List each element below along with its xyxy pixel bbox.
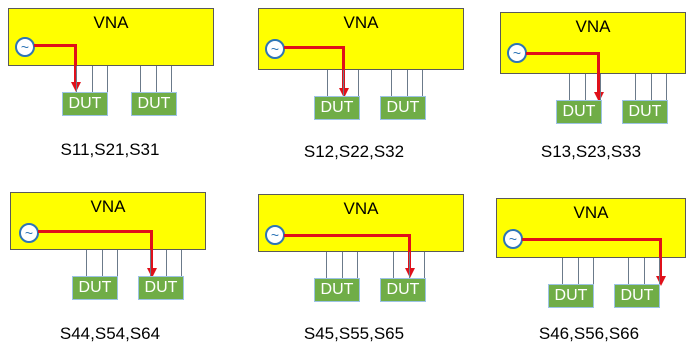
port-line — [393, 252, 394, 278]
sine-wave-icon: ~ — [265, 225, 285, 245]
dut-block-1: DUT — [548, 284, 594, 308]
s-parameter-caption: S13,S23,S33 — [540, 142, 642, 161]
s-parameter-caption: S44,S54,S64 — [59, 324, 161, 343]
port-line — [600, 74, 601, 102]
port-line — [628, 258, 629, 286]
sine-wave-icon: ~ — [19, 223, 39, 243]
port-line — [585, 74, 586, 102]
port-line — [659, 258, 660, 286]
port-line — [666, 74, 667, 102]
signal-arrowhead — [146, 268, 157, 278]
port-line — [327, 70, 328, 98]
signal-path-horizontal — [38, 230, 153, 233]
port-line — [117, 250, 118, 276]
port-line — [562, 258, 563, 286]
port-line — [342, 252, 343, 278]
port-line — [171, 66, 172, 92]
vna-label: VNA — [90, 197, 126, 216]
dut-block-1: DUT — [556, 100, 602, 124]
dut-block-2: DUT — [622, 100, 668, 124]
signal-path-vertical — [342, 46, 345, 88]
dut-block-2: DUT — [380, 278, 426, 302]
signal-path-horizontal — [34, 44, 77, 47]
port-line — [156, 66, 157, 92]
vna-label: VNA — [573, 203, 609, 222]
port-line — [166, 250, 167, 276]
signal-arrowhead — [593, 92, 604, 102]
dut-block-1: DUT — [314, 278, 360, 302]
measurement-panel-5: VNA ~ DUT DUT S45,S55,S65 — [238, 180, 464, 350]
port-line — [326, 252, 327, 278]
port-line — [76, 66, 77, 92]
port-line — [181, 250, 182, 276]
port-line — [86, 250, 87, 276]
vna-label: VNA — [343, 13, 379, 32]
dut-block-2: DUT — [131, 92, 177, 116]
sine-wave-icon: ~ — [15, 37, 35, 57]
signal-arrowhead — [70, 82, 81, 92]
vna-instrument: VNA ~ — [258, 8, 464, 70]
signal-path-horizontal — [284, 234, 411, 237]
vna-label: VNA — [575, 17, 611, 36]
s-parameter-caption: S46,S56,S66 — [538, 324, 640, 343]
port-line — [343, 70, 344, 98]
vna-instrument: VNA ~ — [8, 8, 214, 66]
port-line — [424, 252, 425, 278]
signal-path-vertical — [597, 52, 600, 92]
sine-wave-icon: ~ — [507, 43, 527, 63]
port-line — [150, 250, 151, 276]
measurement-panel-2: VNA ~ DUT DUT S12,S22,S32 — [238, 0, 464, 170]
port-line — [140, 66, 141, 92]
signal-path-vertical — [408, 234, 411, 268]
s-parameter-caption: S12,S22,S32 — [303, 142, 405, 161]
port-line — [357, 252, 358, 278]
vna-label: VNA — [343, 199, 379, 218]
signal-path-horizontal — [284, 46, 345, 49]
s-parameter-caption: S45,S55,S65 — [303, 324, 405, 343]
dut-block-1: DUT — [72, 276, 118, 300]
port-line — [409, 252, 410, 278]
dut-block-1: DUT — [62, 92, 108, 116]
vna-instrument: VNA ~ — [496, 198, 686, 258]
port-line — [422, 70, 423, 98]
dut-block-1: DUT — [314, 96, 360, 120]
signal-path-vertical — [150, 230, 153, 268]
port-line — [358, 70, 359, 98]
vna-instrument: VNA ~ — [258, 194, 464, 252]
signal-path-vertical — [659, 238, 662, 276]
dut-block-2: DUT — [138, 276, 184, 300]
signal-path-vertical — [74, 44, 77, 82]
signal-path-horizontal — [526, 52, 600, 55]
vna-instrument: VNA ~ — [10, 192, 206, 250]
port-line — [92, 66, 93, 92]
port-line — [107, 66, 108, 92]
s-parameter-caption: S11,S21,S31 — [60, 140, 160, 159]
measurement-panel-6: VNA ~ DUT DUT S46,S56,S66 — [466, 180, 686, 350]
port-line — [635, 74, 636, 102]
dut-block-2: DUT — [614, 284, 660, 308]
vna-instrument: VNA ~ — [500, 12, 686, 74]
port-line — [391, 70, 392, 98]
port-line — [593, 258, 594, 286]
port-line — [578, 258, 579, 286]
port-line — [569, 74, 570, 102]
signal-arrowhead — [655, 276, 666, 286]
vna-label: VNA — [93, 13, 129, 32]
port-line — [644, 258, 645, 286]
dut-block-2: DUT — [380, 96, 426, 120]
measurement-panel-3: VNA ~ DUT DUT S13,S23,S33 — [466, 0, 686, 170]
sine-wave-icon: ~ — [503, 229, 523, 249]
measurement-panel-1: VNA ~ DUT DUT S11,S21,S31 — [0, 0, 220, 170]
measurement-panel-4: VNA ~ DUT DUT S44,S54,S64 — [0, 180, 220, 350]
port-line — [407, 70, 408, 98]
sine-wave-icon: ~ — [265, 39, 285, 59]
port-line — [102, 250, 103, 276]
signal-path-horizontal — [522, 238, 662, 241]
port-line — [651, 74, 652, 102]
